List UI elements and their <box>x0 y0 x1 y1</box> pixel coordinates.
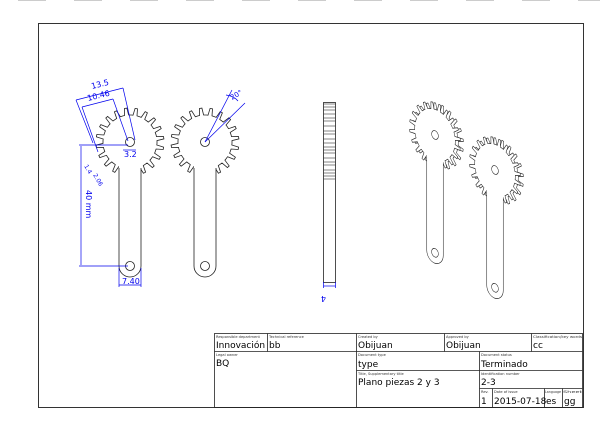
value-document-type: type <box>358 360 379 370</box>
value-title: Plano piezas 2 y 3 <box>358 378 440 388</box>
label-language: Language <box>545 390 562 394</box>
iso-part-3 <box>469 136 524 299</box>
arm-outline <box>193 168 217 278</box>
value-created-by: Obijuan <box>358 341 393 351</box>
title-block: Responsible department Innovación Techni… <box>216 335 583 407</box>
label-document-type: Document type <box>358 353 387 357</box>
dim-thickness: 4 <box>321 294 326 303</box>
iso-part-2-face <box>409 101 461 264</box>
dim-line-13-5 <box>75 87 124 101</box>
dim-angle: 20° <box>229 89 244 102</box>
value-classification: cc <box>533 341 543 351</box>
front-view <box>95 107 240 278</box>
value-document-status: Terminado <box>480 360 528 370</box>
part-3 <box>170 107 240 278</box>
side-view <box>323 102 336 283</box>
dim-outer-width: 13.5 <box>90 78 109 91</box>
label-created-by: Created by <box>358 335 379 339</box>
dim-line-10-46 <box>81 98 114 108</box>
isometric-view <box>409 101 524 299</box>
dim-hole: 3.2 <box>124 150 137 159</box>
dim-length: 40 mm <box>84 190 93 219</box>
label-title: Title, Supplementary title <box>357 372 404 376</box>
value-language: es <box>546 397 557 407</box>
side-view-body <box>323 102 336 283</box>
label-sheet: Sheet <box>563 390 583 394</box>
label-technical-reference: Technical reference <box>268 335 305 339</box>
value-responsible-department: Innovación <box>216 340 265 351</box>
dim-angle-leg-2 <box>204 102 246 143</box>
label-approved-by: Approved by <box>446 335 470 339</box>
arm-fill <box>486 186 504 291</box>
gear-hole <box>431 130 439 140</box>
value-sheet: gg <box>564 397 575 407</box>
dim-tooth-a: 1.4 <box>82 164 93 176</box>
value-date-of-issue: 2015-07-18 <box>494 397 547 407</box>
label-rev: Rev. <box>481 390 489 394</box>
dim-tooth-b: 2.06 <box>91 173 104 188</box>
label-identification-number: Identification number <box>481 372 520 376</box>
value-identification-number: 2-3 <box>481 378 496 388</box>
label-responsible-department: Responsible department <box>216 335 261 339</box>
value-approved-by: Obijuan <box>446 341 481 351</box>
arm-hole <box>491 283 499 293</box>
side-view-teeth-lines <box>323 103 336 180</box>
value-legal-owner: BQ <box>216 359 229 369</box>
label-date-of-issue: Date of issue <box>494 390 518 394</box>
title-block-frame <box>214 333 583 408</box>
value-rev: 1 <box>481 397 487 407</box>
dim-angle-leg-1 <box>204 89 233 143</box>
iso-part-3-face <box>469 136 521 299</box>
arm-fill <box>194 162 216 266</box>
value-technical-reference: bb <box>269 341 281 351</box>
part-2 <box>95 107 165 278</box>
arm-hole <box>431 248 439 258</box>
arm-hole <box>200 261 210 271</box>
dimensions <box>75 87 336 288</box>
arm-outline <box>426 156 444 264</box>
label-document-status: Document status <box>481 353 512 357</box>
label-legal-owner: Legal owner <box>216 353 238 357</box>
gear-hole <box>491 165 499 175</box>
arm-outline <box>486 191 504 299</box>
label-classification: Classification/key words <box>533 335 582 339</box>
iso-part-2 <box>409 101 464 264</box>
arm-fill <box>426 151 444 256</box>
arm-fill <box>119 162 141 266</box>
dim-arm-width: 7.40 <box>122 277 140 286</box>
